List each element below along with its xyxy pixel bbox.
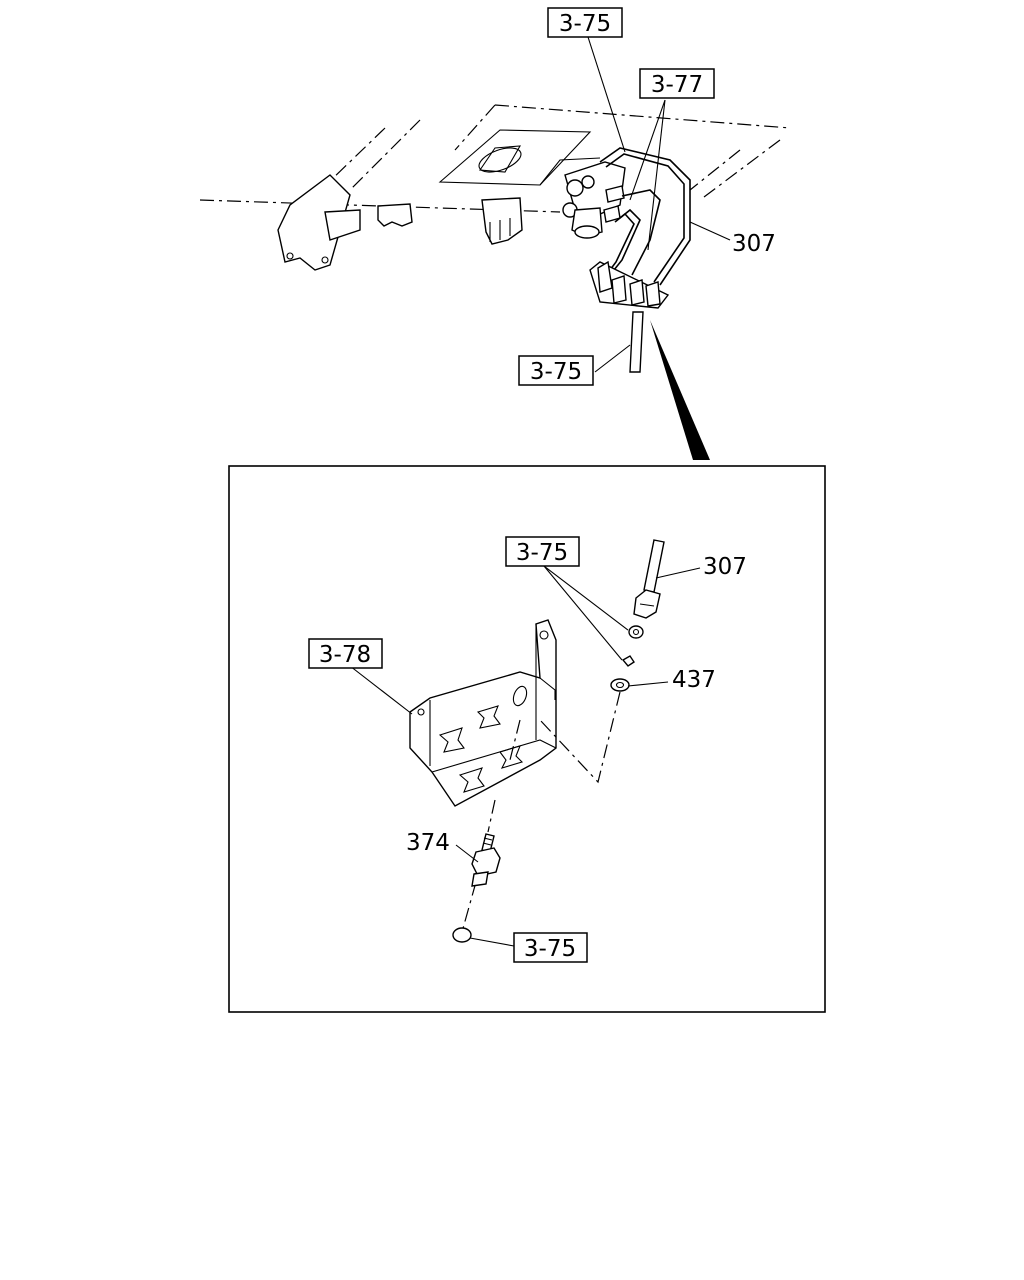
ref-callout-detail-upper-3-75[interactable]: 3-75 (505, 536, 580, 567)
svg-text:3-75: 3-75 (530, 359, 582, 385)
detail-exploded-view (409, 539, 665, 943)
svg-text:3-77: 3-77 (651, 72, 703, 98)
nut (628, 625, 644, 639)
detail-pointer (650, 320, 710, 460)
ref-callout-detail-lower-3-75[interactable]: 3-75 (513, 932, 588, 963)
clip (621, 655, 635, 667)
svg-text:3-75: 3-75 (559, 11, 611, 37)
part-number-307-top: 307 (732, 231, 776, 257)
svg-text:307: 307 (703, 554, 747, 580)
mounting-bracket (409, 619, 557, 807)
svg-text:307: 307 (732, 231, 776, 257)
ref-callout-mid-3-75[interactable]: 3-75 (518, 355, 594, 386)
svg-text:3-75: 3-75 (516, 540, 568, 566)
bolt-374 (471, 833, 501, 887)
detail-view-frame (228, 465, 826, 1013)
ref-callout-top-3-75[interactable]: 3-75 (547, 7, 623, 38)
junction-bracket (589, 260, 670, 373)
part-number-307-detail: 307 (703, 554, 747, 580)
valve-body (562, 161, 626, 239)
washer-437 (610, 678, 630, 692)
overview-assembly (199, 104, 791, 460)
svg-text:3-75: 3-75 (524, 936, 576, 962)
part-number-374: 374 (406, 830, 450, 856)
svg-text:3-78: 3-78 (319, 642, 371, 668)
bottom-nut (452, 927, 472, 943)
svg-text:374: 374 (406, 830, 450, 856)
svg-text:437: 437 (672, 667, 716, 693)
ref-callout-3-78[interactable]: 3-78 (308, 638, 383, 669)
ref-callout-3-77[interactable]: 3-77 (639, 68, 715, 99)
pipe-307 (633, 539, 665, 619)
part-number-437: 437 (672, 667, 716, 693)
